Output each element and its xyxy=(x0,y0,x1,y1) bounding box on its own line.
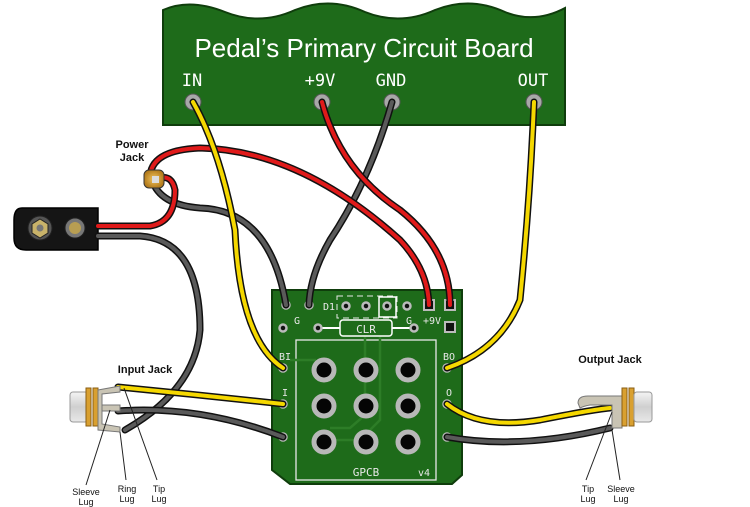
output-sleeve-lug-pointer xyxy=(611,429,621,481)
input-tip-lug-1: Tip xyxy=(153,484,165,494)
i-label: I xyxy=(282,388,288,399)
pad-clr-b xyxy=(409,323,419,333)
wires xyxy=(94,98,614,446)
wire-yellow-out-to-bo xyxy=(443,98,538,372)
main-circuit-board: Pedal’s Primary Circuit Board IN +9V GND… xyxy=(162,2,566,126)
input-sleeve-lug-1: Sleeve xyxy=(72,487,100,497)
clr-label: CLR xyxy=(356,323,376,336)
power-jack-label-1: Power xyxy=(115,139,149,151)
power-jack: Power Jack xyxy=(115,139,165,189)
wire-gray-input-ground xyxy=(114,406,287,441)
pad-label-9v: +9V xyxy=(305,71,336,91)
switch-hole xyxy=(311,393,337,419)
g-left-label: G xyxy=(294,316,300,327)
pad-left-2 xyxy=(278,323,288,333)
pad-g3 xyxy=(402,301,412,311)
output-tip-lug-1: Tip xyxy=(582,484,594,494)
switch-hole xyxy=(353,429,379,455)
battery-snap xyxy=(13,207,99,251)
o-label: O xyxy=(446,388,452,399)
pad-square xyxy=(444,321,456,333)
switch-hole xyxy=(395,429,421,455)
switch-hole xyxy=(311,429,337,455)
input-jack: Input Jack Sleeve Lug Ring Lug Tip Lug xyxy=(69,364,173,507)
9v-label: +9V xyxy=(423,316,441,327)
output-sleeve-lug-1: Sleeve xyxy=(607,484,635,494)
bi-label: BI xyxy=(279,352,291,363)
wire-yellow-in-to-bi xyxy=(189,98,287,372)
gpcb-board: CLR G D1 G +9V BI I BO O GPCB v4 xyxy=(271,289,463,485)
pad-d1-c xyxy=(382,301,392,311)
output-tip-lug-2: Lug xyxy=(580,494,595,504)
switch-hole xyxy=(311,357,337,383)
input-jack-title: Input Jack xyxy=(118,364,173,376)
pad-clr-a xyxy=(313,323,323,333)
output-sleeve-lug-2: Lug xyxy=(613,494,628,504)
wire-gray-gnd-to-gpcb xyxy=(305,98,396,309)
pad-label-gnd: GND xyxy=(376,71,407,91)
wire-gray-output-ground xyxy=(443,424,614,446)
pad-d1-b xyxy=(361,301,371,311)
output-tip-lug-pointer xyxy=(585,411,613,481)
sleeve-lug-pointer xyxy=(85,409,111,486)
wire-red-9v-to-gpcb xyxy=(318,98,454,309)
pad-d1-a xyxy=(341,301,351,311)
pad-label-in: IN xyxy=(182,71,202,91)
d1-label: D1 xyxy=(323,302,335,313)
bo-label: BO xyxy=(443,352,455,363)
input-ring-lug-2: Lug xyxy=(119,494,134,504)
output-jack-title: Output Jack xyxy=(578,354,642,366)
wire-gray-battery-to-input xyxy=(94,232,204,434)
g-right-label: G xyxy=(406,316,412,327)
board-title: Pedal’s Primary Circuit Board xyxy=(194,33,533,63)
switch-hole xyxy=(395,357,421,383)
power-jack-label-2: Jack xyxy=(120,152,145,164)
output-jack: Output Jack Tip Lug Sleeve Lug xyxy=(577,354,653,504)
pad-label-out: OUT xyxy=(518,71,549,91)
wire-yellow-input-tip xyxy=(114,383,287,408)
switch-hole xyxy=(353,393,379,419)
wire-yellow-output-tip xyxy=(443,400,614,427)
gpcb-version: v4 xyxy=(418,468,430,479)
input-sleeve-lug-2: Lug xyxy=(78,497,93,507)
input-ring-lug-1: Ring xyxy=(118,484,137,494)
switch-hole xyxy=(353,357,379,383)
switch-hole xyxy=(395,393,421,419)
wire-red-battery-to-powerjack xyxy=(94,174,179,230)
wire-gray-powerjack-to-gpcb xyxy=(148,176,290,309)
ring-lug-pointer xyxy=(119,431,127,481)
tip-lug-pointer xyxy=(123,387,158,481)
wire-red-powerjack-to-gpcb xyxy=(146,144,433,309)
gpcb-name: GPCB xyxy=(353,466,380,479)
input-tip-lug-2: Lug xyxy=(151,494,166,504)
